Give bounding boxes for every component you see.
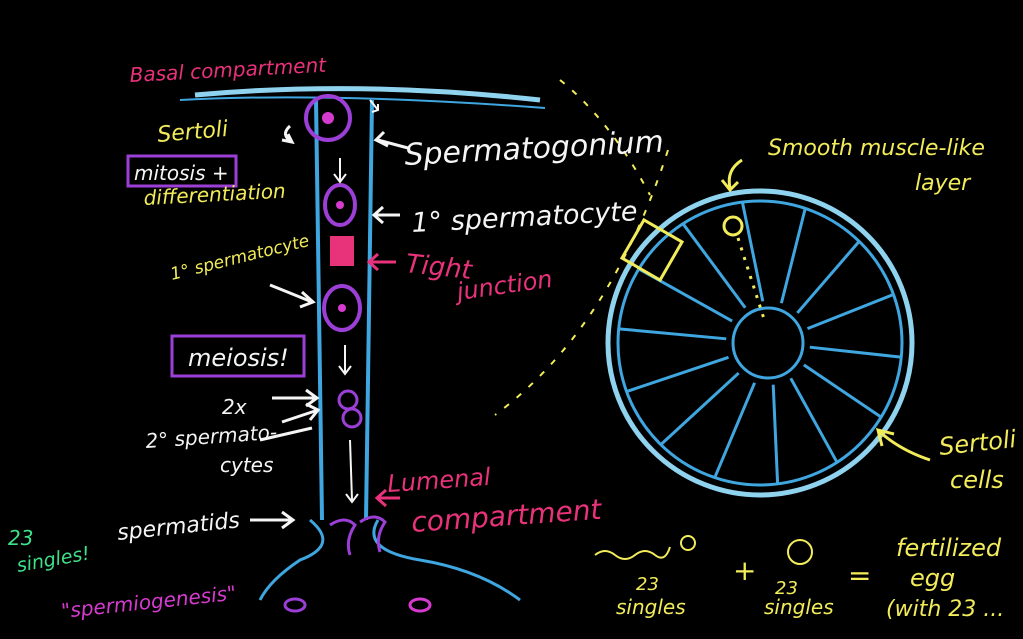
progression-arrows (333, 99, 379, 504)
pointer-arrows (250, 124, 931, 530)
sertoli-label: Sertoli (156, 117, 229, 148)
basement-membrane (194, 86, 541, 103)
sperm-tail-drawing (594, 546, 671, 560)
cytes-label: cytes (220, 453, 273, 477)
secondary-spermatocyte-b (341, 407, 363, 429)
secondary-spermatocyte-a (337, 389, 359, 411)
sertoli-spoke (809, 345, 902, 359)
spermatogonium-cell (304, 94, 352, 142)
eq-singles-b: singles (764, 595, 834, 619)
primary-spermatocyte-nucleus (336, 201, 344, 209)
sertoli-spoke (779, 208, 807, 304)
primary-spermatocyte-migrated-nucleus (338, 304, 346, 312)
zoom-line-upper (559, 79, 651, 196)
eq-plus: + (733, 554, 756, 587)
lumen-wall-left (258, 518, 325, 601)
eq-23-a: 23 (636, 574, 659, 595)
sertoli-spoke (659, 371, 740, 446)
fertilized-label: fertilized (896, 534, 1002, 562)
sertoli-cells-label-line2: cells (950, 466, 1004, 494)
secondary-spermatocytes-label: 2° spermato- (145, 420, 278, 453)
spermiogenesis-label: "spermiogenesis" (60, 581, 237, 623)
sertoli-spoke (740, 201, 765, 302)
twenty-three-label: 23 (8, 526, 33, 550)
eq-equals: = (848, 559, 871, 592)
egg-drawing (787, 539, 813, 565)
muscle-cell-marker (722, 215, 744, 237)
egg-label: egg (910, 564, 955, 592)
tubule-inner-wall (616, 199, 904, 487)
primary-spermatocyte-label: 1° spermatocyte (411, 196, 638, 239)
eq-23-b: 23 (775, 578, 798, 599)
two-x-label: 2x (222, 395, 247, 419)
spermatozoon-a (283, 597, 307, 613)
lumenal-label: Lumenal (386, 463, 491, 498)
sertoli-cells-label-line1: Sertoli (938, 425, 1018, 461)
compartment-label: compartment (410, 493, 603, 539)
tubule-cross-section (494, 79, 915, 498)
sertoli-cell-spokes (618, 201, 902, 484)
sertoli-spoke (618, 327, 727, 341)
basal-compartment-label: Basal compartment (129, 53, 328, 87)
tight-junction-block (330, 236, 354, 266)
smooth-muscle-label-line2: layer (915, 171, 972, 196)
eq-singles-a: singles (616, 595, 686, 619)
sertoli-cell-diagram (179, 86, 546, 613)
meiosis-box (170, 334, 306, 378)
basement-membrane-inner (179, 96, 546, 109)
primary-spermatocyte-cell (323, 183, 357, 227)
sertoli-spoke (713, 382, 756, 479)
sperm-head-drawing (680, 535, 696, 551)
sertoli-spoke (802, 363, 882, 419)
zoom-box (619, 217, 685, 283)
tubule-outer-wall (605, 188, 915, 498)
with23-label: (with 23 ... (886, 597, 1004, 622)
spermatid-shapes (329, 515, 387, 556)
tubule-lumen (731, 306, 805, 380)
sertoli-spoke (789, 377, 839, 464)
tight-label: Tight (404, 249, 474, 286)
lumen-wall-right (372, 519, 521, 602)
spermatogonium-label: Spermatogonium (404, 124, 665, 173)
smooth-muscle-label-line1: Smooth muscle-like (768, 136, 985, 161)
meiosis-label: meiosis! (188, 344, 289, 372)
sertoli-spoke (681, 222, 747, 309)
primary-spermatocyte-migrated (322, 284, 362, 332)
labels: Basal compartment Sertoli mitosis + diff… (8, 53, 1018, 623)
primary-spermatocyte-left-label: 1° spermatocyte (168, 231, 311, 285)
sertoli-spoke (626, 355, 730, 393)
sertoli-spoke (806, 293, 895, 331)
mitosis-box (126, 154, 238, 188)
zoom-line-lower (494, 149, 669, 416)
sertoli-spoke (771, 384, 780, 484)
mitosis-label: mitosis + (134, 161, 229, 185)
spermatids-label: spermatids (116, 508, 241, 546)
spermatozoon-b (408, 597, 432, 613)
sertoli-column (314, 99, 374, 521)
sertoli-spoke (796, 240, 861, 314)
spermatogonium-nucleus (322, 112, 334, 124)
